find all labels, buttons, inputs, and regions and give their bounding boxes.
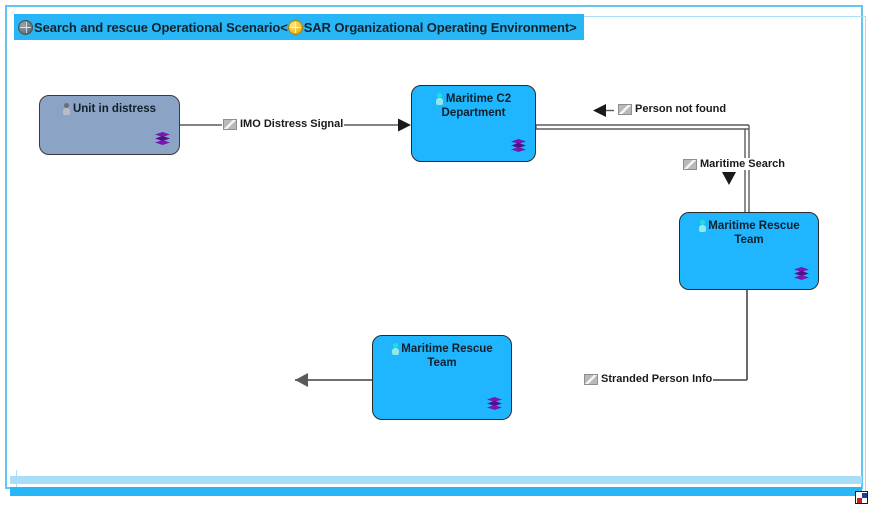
person-icon-teal bbox=[436, 93, 444, 105]
node-maritime-rescue-team-bottom-label: Maritime Rescue Team bbox=[373, 336, 511, 370]
node-maritime-c2-line2: Department bbox=[441, 107, 506, 119]
person-icon-teal bbox=[391, 343, 399, 355]
node-maritime-c2-line1: Maritime C2 bbox=[445, 93, 512, 105]
flow-label-person-not-found[interactable]: Person not found bbox=[617, 103, 728, 115]
node-maritime-c2-department-label: Maritime C2 Department bbox=[412, 86, 535, 120]
person-icon-grey bbox=[63, 103, 71, 115]
node-unit-in-distress-text: Unit in distress bbox=[72, 103, 157, 115]
diagram-title-suffix: SAR Organizational Operating Environment… bbox=[303, 19, 577, 35]
flow-label-imo-distress-signal[interactable]: IMO Distress Signal bbox=[222, 118, 345, 130]
layers-icon-purple bbox=[794, 267, 809, 282]
node-rescue-bottom-line1: Maritime Rescue bbox=[401, 343, 493, 355]
message-icon bbox=[223, 118, 237, 130]
titlebar-segment-scenario: Search and rescue Operational Scenario< bbox=[18, 19, 288, 35]
node-maritime-rescue-team-bottom[interactable]: Maritime Rescue Team bbox=[372, 335, 512, 420]
flow-label-maritime-search[interactable]: Maritime Search bbox=[682, 158, 786, 170]
flow-label-maritime-search-text: Maritime Search bbox=[700, 158, 785, 170]
diagram-title-prefix: Search and rescue Operational Scenario< bbox=[34, 19, 288, 35]
titlebar-segment-environment: SAR Organizational Operating Environment… bbox=[287, 19, 577, 35]
layers-icon-purple bbox=[155, 132, 170, 147]
node-rescue-bottom-line2: Team bbox=[427, 357, 457, 369]
layers-icon-purple bbox=[487, 397, 502, 412]
message-icon bbox=[618, 103, 632, 115]
flow-label-stranded-person-info-text: Stranded Person Info bbox=[601, 373, 713, 385]
person-icon-teal bbox=[698, 220, 706, 232]
horizontal-scrollbar-track[interactable] bbox=[10, 476, 862, 484]
node-maritime-c2-department[interactable]: Maritime C2 Department bbox=[411, 85, 536, 162]
globe-icon-gold bbox=[287, 19, 303, 35]
node-maritime-rescue-team-right[interactable]: Maritime Rescue Team bbox=[679, 212, 819, 290]
node-maritime-rescue-team-right-label: Maritime Rescue Team bbox=[680, 213, 818, 247]
flow-label-stranded-person-info[interactable]: Stranded Person Info bbox=[583, 373, 714, 385]
node-unit-in-distress[interactable]: Unit in distress bbox=[39, 95, 180, 155]
flow-label-person-not-found-text: Person not found bbox=[635, 103, 727, 115]
diagram-canvas[interactable]: Unit in distress Maritime C2 Department … bbox=[14, 40, 850, 470]
message-icon bbox=[683, 158, 697, 170]
diagram-titlebar[interactable]: Search and rescue Operational Scenario< … bbox=[14, 14, 584, 40]
node-unit-in-distress-label: Unit in distress bbox=[40, 96, 179, 117]
layers-icon-purple bbox=[511, 139, 526, 154]
resize-corner-icon[interactable] bbox=[855, 491, 868, 504]
node-rescue-right-line2: Team bbox=[734, 234, 764, 246]
horizontal-scrollbar-thumb[interactable] bbox=[10, 487, 862, 496]
flow-label-imo-distress-signal-text: IMO Distress Signal bbox=[240, 118, 344, 130]
node-rescue-right-line1: Maritime Rescue bbox=[708, 220, 800, 232]
message-icon bbox=[584, 373, 598, 385]
globe-icon-dark bbox=[18, 19, 33, 35]
